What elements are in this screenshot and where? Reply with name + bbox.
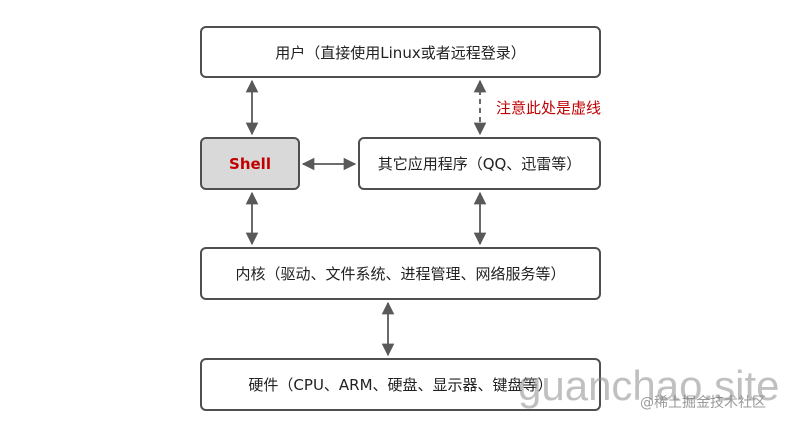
shell-label: Shell bbox=[229, 154, 271, 173]
shell-box: Shell bbox=[200, 137, 300, 190]
kernel-box: 内核（驱动、文件系统、进程管理、网络服务等） bbox=[200, 247, 601, 300]
user-box: 用户（直接使用Linux或者远程登录） bbox=[200, 26, 601, 78]
hardware-box: 硬件（CPU、ARM、硬盘、显示器、键盘等） bbox=[200, 358, 601, 411]
kernel-label: 内核（驱动、文件系统、进程管理、网络服务等） bbox=[235, 265, 566, 283]
hardware-label: 硬件（CPU、ARM、硬盘、显示器、键盘等） bbox=[248, 376, 553, 394]
user-label: 用户（直接使用Linux或者远程登录） bbox=[275, 43, 526, 62]
watermark-community: @稀土掘金技术社区 bbox=[640, 395, 766, 411]
watermark-site: guanchao.site bbox=[518, 362, 780, 409]
dashed-line-note: 注意此处是虚线 bbox=[496, 99, 602, 117]
apps-box: 其它应用程序（QQ、迅雷等） bbox=[358, 137, 601, 190]
apps-label: 其它应用程序（QQ、迅雷等） bbox=[377, 155, 582, 173]
